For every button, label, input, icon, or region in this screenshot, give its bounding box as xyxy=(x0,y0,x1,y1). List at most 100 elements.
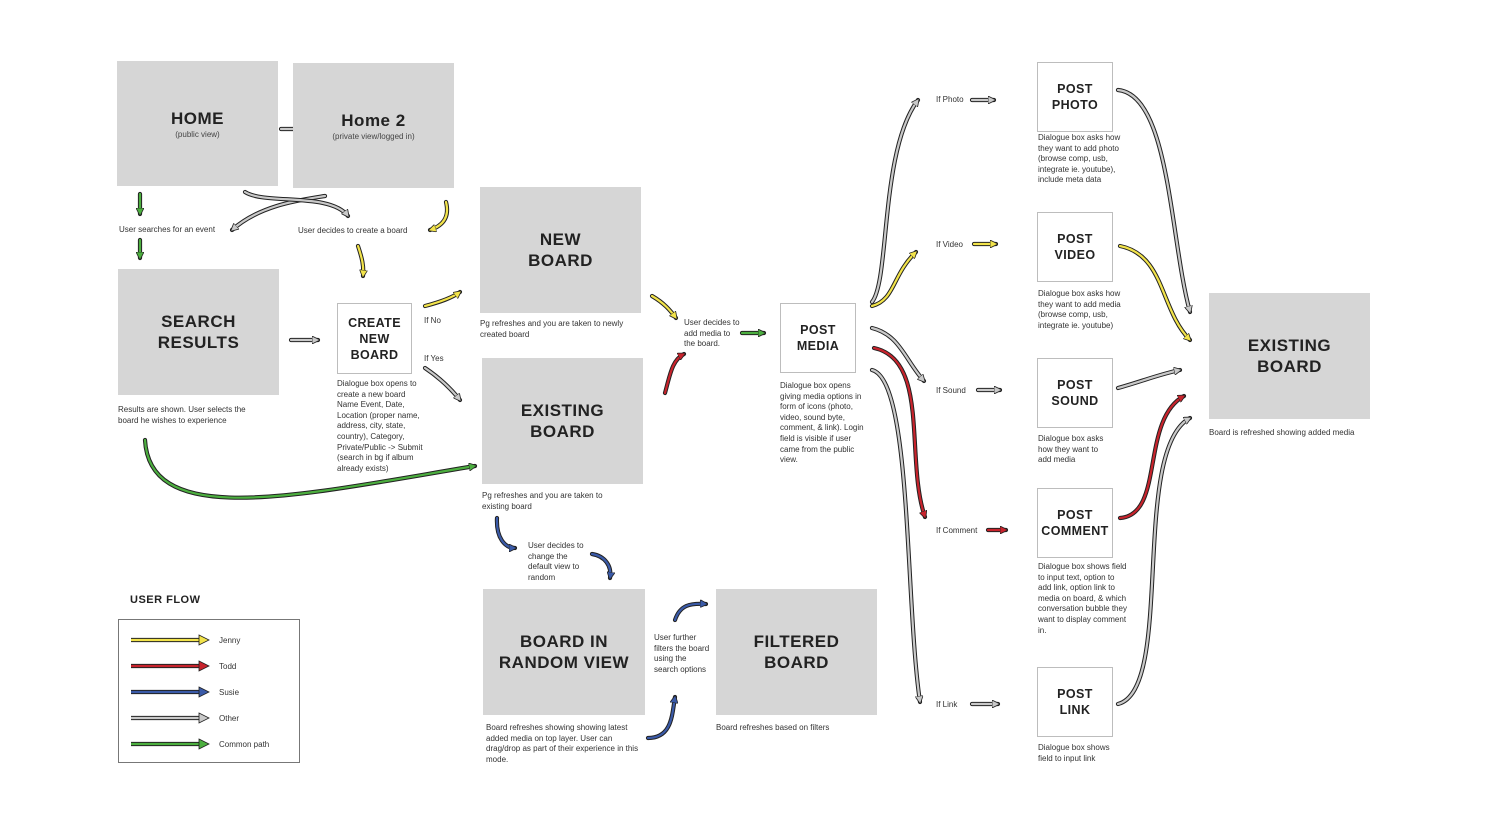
label-user-searches: User searches for an event xyxy=(119,225,216,234)
note-existing-board-mid: Pg refreshes and you are taken to existi… xyxy=(482,491,603,511)
node-post-link: POST LINK xyxy=(1037,667,1113,737)
legend: Jenny Todd Susie Other Common path xyxy=(118,619,300,763)
node-existing-board-final: EXISTING BOARD xyxy=(1209,293,1370,419)
node-search-results-line1: SEARCH xyxy=(161,312,236,331)
node-post-video: POST VIDEO xyxy=(1037,212,1113,282)
note-post-sound: Dialogue box asks how they want to add m… xyxy=(1038,434,1104,465)
node-create-line1: CREATE xyxy=(348,315,401,330)
node-post-sound-line1: POST xyxy=(1057,378,1093,392)
arrow-home-to-create-decision xyxy=(242,189,351,216)
node-filtered-line1: FILTERED xyxy=(753,632,840,651)
node-random-line1: BOARD IN xyxy=(519,632,609,651)
arrow-photo-to-final xyxy=(1115,87,1190,312)
node-create-line2: NEW xyxy=(359,331,390,346)
legend-item-other: Other xyxy=(129,712,239,724)
node-new-board: NEW BOARD xyxy=(480,187,641,313)
node-filtered-board: FILTERED BOARD xyxy=(716,589,877,715)
node-post-photo-line2: PHOTO xyxy=(1051,98,1099,112)
legend-label-common-path: Common path xyxy=(219,739,270,749)
node-post-sound-line2: SOUND xyxy=(1051,394,1099,408)
legend-arrow-todd-icon xyxy=(131,660,210,672)
node-home2-title: Home 2 xyxy=(341,111,406,130)
node-post-video-line2: VIDEO xyxy=(1054,248,1096,262)
node-home-subtitle: (public view) xyxy=(175,130,220,139)
note-create-new-board: Dialogue box opens to create a new board… xyxy=(337,379,423,473)
arrow-sound-to-final xyxy=(1115,370,1180,391)
node-board-random: BOARD IN RANDOM VIEW xyxy=(483,589,645,715)
note-new-board: Pg refreshes and you are taken to newly … xyxy=(480,319,624,339)
node-existing-mid-line2: BOARD xyxy=(530,422,595,441)
legend-title: USER FLOW xyxy=(130,594,201,606)
note-search-results: Results are shown. User selects the boar… xyxy=(118,405,246,425)
label-user-decides-create: User decides to create a board xyxy=(298,226,408,235)
note-post-video: Dialogue box asks how they want to add m… xyxy=(1038,289,1121,330)
legend-item-common-path: Common path xyxy=(129,738,269,750)
legend-label-other: Other xyxy=(219,713,240,723)
note-board-random: Board refreshes showing showing latest a… xyxy=(486,723,639,764)
note-filtered-board: Board refreshes based on filters xyxy=(716,723,830,732)
node-existing-mid-line1: EXISTING xyxy=(520,401,605,420)
arrow-existing-to-change-view xyxy=(494,515,518,548)
note-post-link: Dialogue box shows field to input link xyxy=(1038,743,1110,763)
arrow-video-to-final xyxy=(1117,243,1193,343)
arrow-newboard-to-addmedia xyxy=(649,293,679,318)
legend-arrow-common-icon xyxy=(131,738,210,750)
legend-label-susie: Susie xyxy=(219,687,240,697)
node-post-video-line1: POST xyxy=(1057,232,1093,246)
arrow-ifyes-to-existing xyxy=(422,365,463,400)
arrow-home2-to-create-decision xyxy=(430,199,450,230)
node-post-link-line1: POST xyxy=(1057,687,1093,701)
arrow-postmedia-to-sound xyxy=(869,325,927,381)
node-post-comment-line1: POST xyxy=(1057,508,1093,522)
legend-arrow-jenny-icon xyxy=(131,634,210,646)
label-if-comment: If Comment xyxy=(936,526,978,535)
legend-arrow-other-icon xyxy=(131,712,210,724)
node-post-media-line1: POST xyxy=(800,323,836,337)
node-post-comment: POST COMMENT xyxy=(1037,488,1113,558)
arrow-postmedia-to-photo xyxy=(869,100,921,305)
arrow-comment-to-final xyxy=(1117,393,1184,521)
node-existing-final-line2: BOARD xyxy=(1257,357,1322,376)
node-search-results: SEARCH RESULTS xyxy=(118,269,279,395)
node-filtered-line2: BOARD xyxy=(764,653,829,672)
note-post-photo: Dialogue box asks how they want to add p… xyxy=(1038,133,1121,185)
arrow-further-filter-to-filtered xyxy=(672,604,706,623)
label-if-link: If Link xyxy=(936,700,958,709)
legend-arrow-susie-icon xyxy=(131,686,210,698)
node-post-media-line2: MEDIA xyxy=(796,339,840,353)
node-post-sound: POST SOUND xyxy=(1037,358,1113,428)
arrow-create-decision-to-create xyxy=(355,243,363,276)
label-if-video: If Video xyxy=(936,240,963,249)
arrow-existing-to-addmedia xyxy=(662,351,684,396)
legend-label-jenny: Jenny xyxy=(219,635,241,645)
arrow-postmedia-to-comment xyxy=(871,345,925,517)
legend-label-todd: Todd xyxy=(219,661,237,671)
label-if-no: If No xyxy=(424,316,441,325)
note-add-media: User decides to add media to the board. xyxy=(684,318,740,349)
node-post-photo-line1: POST xyxy=(1057,82,1093,96)
note-existing-board-final: Board is refreshed showing added media xyxy=(1209,428,1355,437)
label-if-photo: If Photo xyxy=(936,95,964,104)
arrow-postmedia-to-link xyxy=(869,367,920,702)
node-post-comment-line2: COMMENT xyxy=(1041,524,1109,538)
node-create-new-board: CREATE NEW BOARD xyxy=(337,303,412,374)
node-home-title: HOME xyxy=(171,109,224,128)
note-post-media: Dialogue box opens giving media options … xyxy=(780,381,864,465)
node-home2: Home 2 (private view/logged in) xyxy=(293,63,454,188)
note-further-filters: User further filters the board using the… xyxy=(654,633,710,674)
node-post-link-line2: LINK xyxy=(1059,703,1091,717)
legend-item-susie: Susie xyxy=(129,686,239,698)
legend-item-todd: Todd xyxy=(129,660,236,672)
arrow-postmedia-to-video xyxy=(869,249,919,309)
node-post-photo: POST PHOTO xyxy=(1037,62,1113,132)
node-create-line3: BOARD xyxy=(350,347,399,362)
node-random-line2: RANDOM VIEW xyxy=(498,653,630,672)
arrow-link-to-final xyxy=(1115,415,1190,707)
note-change-view: User decides to change the default view … xyxy=(528,541,584,582)
arrow-results-to-existing-board xyxy=(142,437,475,500)
label-if-yes: If Yes xyxy=(424,354,444,363)
arrow-ifno-to-newboard xyxy=(422,289,460,309)
node-post-media: POST MEDIA xyxy=(780,303,856,373)
node-home2-subtitle: (private view/logged in) xyxy=(332,132,415,141)
